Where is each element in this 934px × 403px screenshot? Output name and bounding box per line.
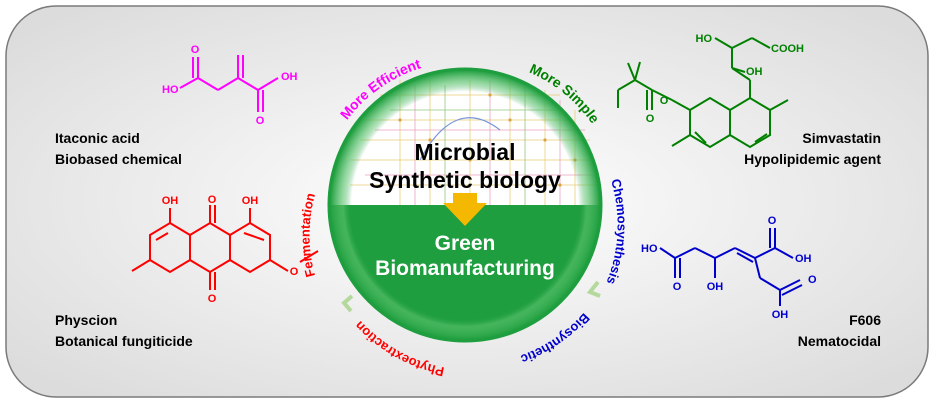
physcion-atom-oh1: OH [162, 195, 179, 207]
f606-structure [659, 228, 803, 306]
simvastatin-atom-o1: O [660, 95, 669, 107]
itaconic-acid-structure [179, 55, 279, 112]
f606-atom-oh3: OH [772, 309, 789, 321]
f606-atom-o2: O [768, 215, 777, 227]
f606-name: F606 [849, 312, 881, 328]
f606-desc: Nematocidal [798, 333, 881, 349]
f606-atom-ho: HO [641, 243, 658, 255]
simvastatin-name: Simvastatin [802, 130, 881, 146]
itaconic-atom-ho: HO [162, 84, 179, 96]
itaconic-atom-o2: O [256, 115, 265, 127]
chevron-right-icon [586, 280, 601, 298]
center-bottom-line2: Biomanufacturing [375, 257, 555, 280]
itaconic-atom-oh: OH [281, 71, 298, 83]
simvastatin-atom-oh: OH [746, 66, 763, 78]
physcion-atom-oh2: OH [242, 195, 259, 207]
itaconic-desc: Biobased chemical [55, 151, 182, 167]
simvastatin-structure [617, 37, 789, 149]
simvastatin-atom-cooh: COOH [771, 43, 804, 55]
physcion-desc: Botanical fungiticide [55, 333, 193, 349]
f606-atom-oh1: OH [707, 281, 724, 293]
center-bottom-line1: Green [435, 232, 496, 255]
f606-atom-o1: O [673, 281, 682, 293]
physcion-atom-o1: O [208, 194, 217, 206]
physcion-structure [131, 205, 319, 290]
physcion-atom-o3: O [290, 266, 299, 278]
down-arrow-icon [443, 193, 487, 226]
physcion-name: Physcion [55, 312, 117, 328]
simvastatin-desc: Hypolipidemic agent [744, 151, 881, 167]
center-title-line1: Microbial [415, 139, 516, 165]
center-title-line2: Synthetic biology [369, 167, 561, 193]
simvastatin-atom-o2: O [646, 113, 655, 125]
chevron-left-icon [341, 294, 354, 313]
f606-atom-o3: O [808, 274, 817, 286]
simvastatin-atom-ho: HO [696, 33, 713, 45]
itaconic-atom-o1: O [191, 44, 200, 56]
itaconic-name: Itaconic acid [55, 130, 140, 146]
physcion-atom-o2: O [208, 293, 217, 305]
f606-atom-oh2: OH [795, 253, 812, 265]
